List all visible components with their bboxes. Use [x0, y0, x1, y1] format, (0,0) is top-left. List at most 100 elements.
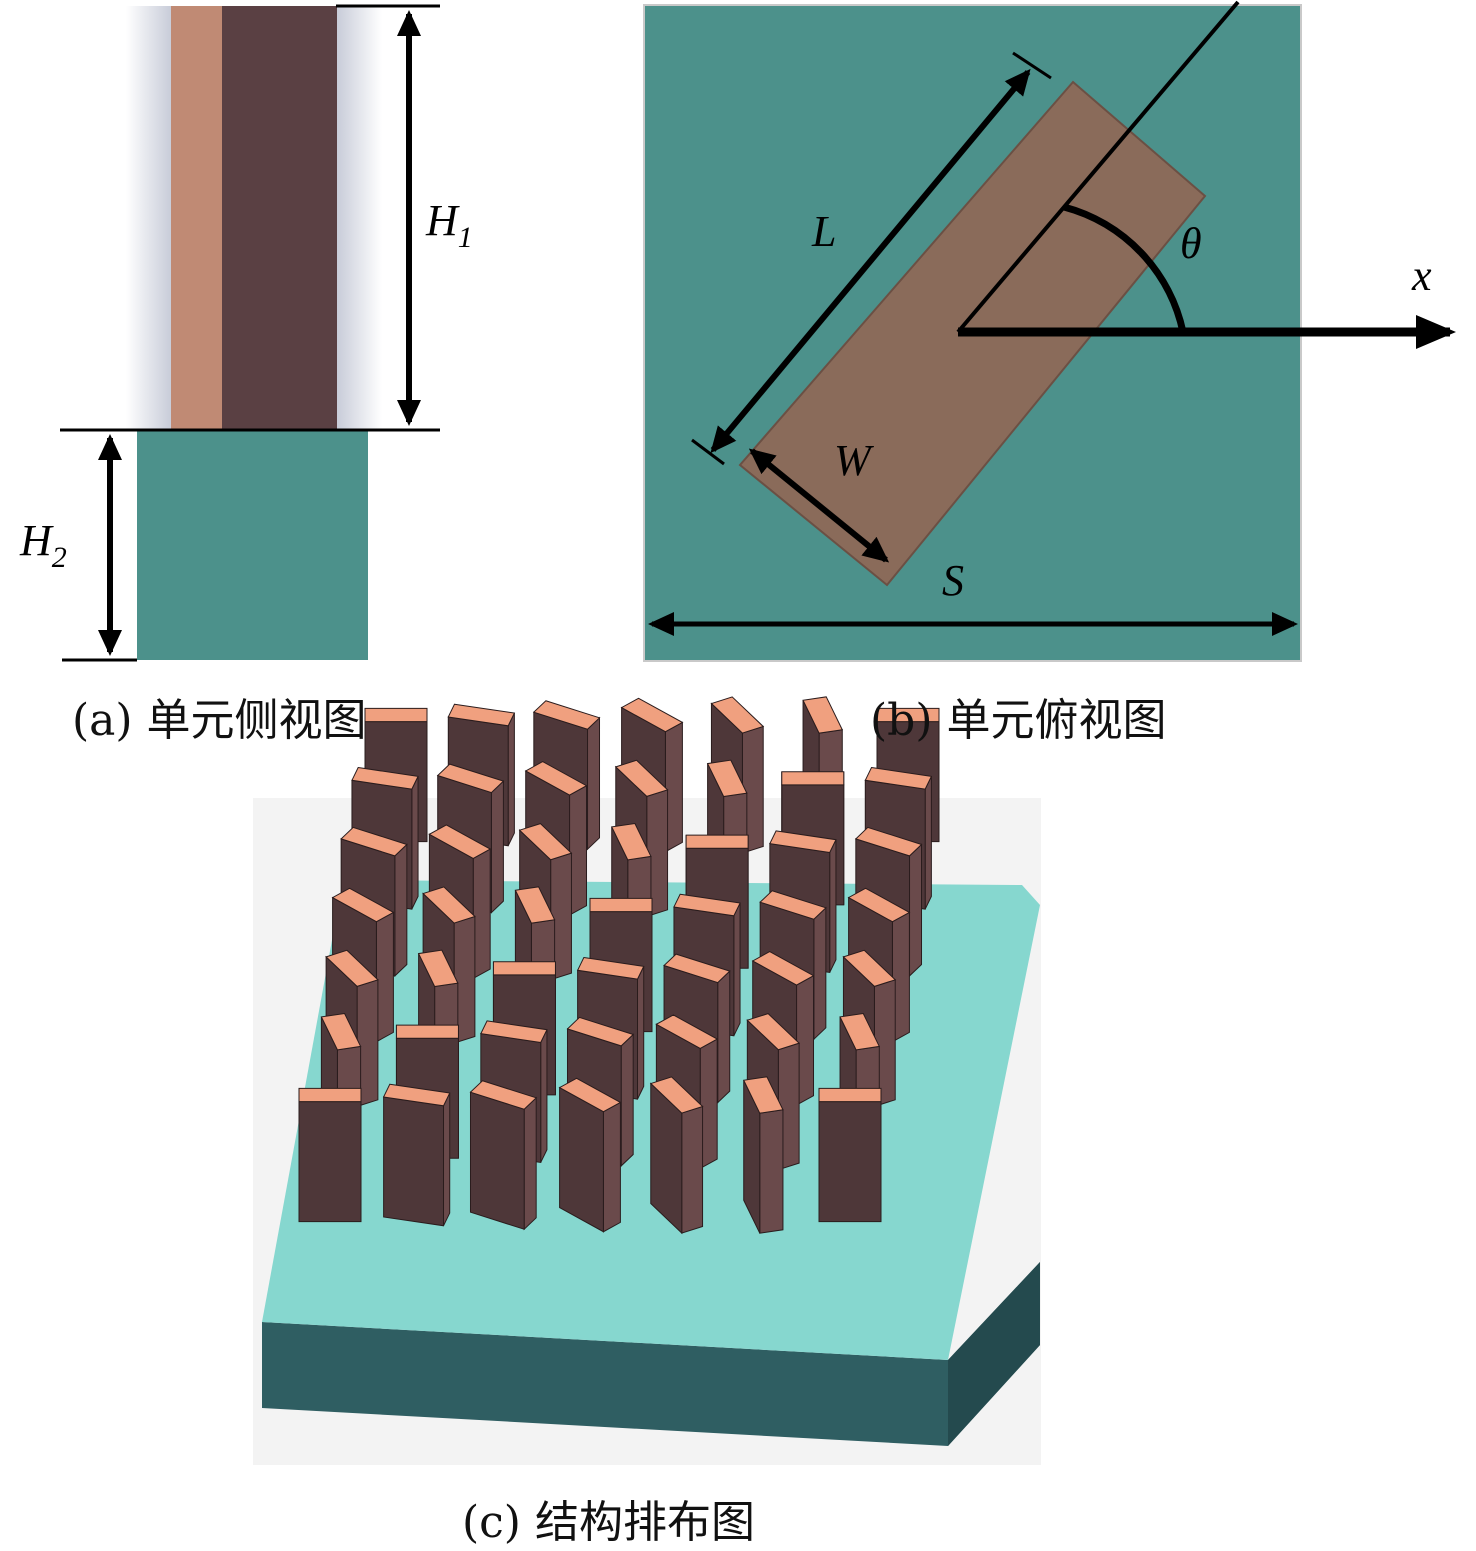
pillar-top-face — [436, 763, 505, 794]
theta-label: θ — [1180, 219, 1202, 268]
pillar-top-face — [589, 897, 653, 913]
pillar-side-face — [394, 843, 408, 978]
pillar-top-face — [673, 893, 741, 917]
pillar-6-3 — [558, 1077, 622, 1233]
pillar-6-5 — [742, 1076, 784, 1234]
pillar-top-face — [710, 696, 765, 734]
pillar-top-face — [340, 826, 408, 857]
pillar-top-face — [532, 700, 601, 730]
pillar-side-face — [523, 1096, 537, 1231]
pillar-top-face — [620, 697, 684, 733]
pillar-side-face — [813, 906, 827, 1041]
pillar-top-face — [492, 961, 556, 976]
pillar-top-face — [331, 887, 395, 923]
panel-b-top-view: L W S θ x — [643, 0, 1456, 662]
pillar-top-face — [514, 886, 556, 924]
pillar-top-face — [685, 834, 749, 849]
pillar-side-face — [587, 716, 601, 851]
pillar-side-face — [383, 1096, 445, 1227]
pillar-side-face — [375, 911, 394, 1043]
pillar-top-face — [395, 1024, 459, 1039]
pillar-6-6 — [818, 1087, 882, 1223]
pillar-side-face — [818, 1101, 882, 1223]
pillar-top-face — [842, 949, 897, 987]
pillar-top-face — [320, 1012, 362, 1051]
pillar-side-face — [469, 1091, 525, 1230]
pillar-top-face — [325, 949, 379, 987]
pillar-top-face — [351, 766, 419, 790]
pillar-side-face — [681, 1105, 704, 1234]
h1-label: H1 — [425, 196, 473, 254]
pillar-top-face — [298, 1087, 362, 1103]
l-bottom-tick — [691, 438, 725, 466]
pillar-side-face — [637, 966, 645, 1100]
pillar-top-face — [649, 1076, 704, 1114]
pillar-top-face — [839, 1012, 881, 1051]
theta-arc — [1063, 203, 1187, 333]
pillar-array — [298, 696, 940, 1235]
caption-a: (a) 单元侧视图 — [72, 695, 367, 746]
panel-c-array-view — [253, 696, 1041, 1465]
pillar-top-face — [480, 1020, 548, 1044]
pillar-top-face — [447, 703, 516, 727]
pillar-top-face — [524, 761, 588, 796]
array-substrate-right — [948, 1262, 1040, 1446]
pillar-side-face — [733, 902, 741, 1037]
pillar-top-face — [854, 826, 923, 857]
pillar-6-1 — [382, 1083, 451, 1227]
pillar-top-face — [781, 771, 845, 786]
pillar-side-face — [540, 1029, 548, 1163]
pillar-top-face — [706, 759, 748, 798]
pillar-top-face — [469, 1080, 538, 1110]
l-dimension-arrow — [710, 68, 1031, 454]
pillar-top-face — [818, 1087, 882, 1103]
pillar-top-face — [364, 707, 428, 723]
panel-a-side-view: H1 H2 — [19, 4, 473, 662]
pillar-side-face — [620, 1033, 634, 1168]
pillar-side-face — [490, 779, 504, 914]
pillar-side-face — [507, 712, 515, 847]
pillar-top-face — [428, 824, 492, 859]
pillar-top-face — [746, 1013, 801, 1051]
pillar-side-face — [717, 969, 731, 1104]
pillar-top-face — [759, 890, 827, 920]
pillar-side-face — [298, 1101, 362, 1223]
pillar-top-face — [802, 696, 844, 734]
pillar-side-face — [569, 784, 588, 916]
caption-b: (b) 单元俯视图 — [870, 695, 1167, 746]
pillar-6-2 — [469, 1080, 538, 1231]
pillar-top-face — [422, 886, 476, 924]
pillar-top-face — [566, 1016, 635, 1047]
pillar-side-face — [909, 843, 923, 978]
pillar-top-face — [576, 956, 645, 980]
side-glow-left — [126, 6, 172, 430]
l-label: L — [811, 207, 836, 256]
pillar-top-face — [769, 830, 837, 854]
pillar-side-face — [602, 1101, 621, 1233]
pillar-top-face — [847, 887, 911, 923]
pillar-6-4 — [649, 1076, 704, 1235]
array-substrate-front — [262, 1262, 1040, 1446]
pillar-top-face — [876, 707, 940, 723]
pillar-top-face — [417, 949, 459, 988]
h2-label: H2 — [19, 516, 67, 574]
pillar-top-face — [610, 822, 652, 861]
pillar-top-face — [655, 1014, 719, 1049]
pillar-side-face — [759, 1109, 784, 1234]
pillar-top-face — [742, 1076, 784, 1114]
w-label: W — [834, 436, 874, 485]
pillar-side-face — [559, 1086, 604, 1233]
caption-c: (c) 结构排布图 — [462, 1497, 755, 1548]
pillar-dark-face — [222, 6, 337, 430]
pillar-top-face — [518, 823, 573, 861]
substrate-side — [137, 430, 368, 660]
s-label: S — [942, 556, 964, 605]
pillar-side-face — [443, 1092, 451, 1227]
pillar-light-face — [171, 6, 223, 430]
pillar-top-face — [614, 759, 669, 797]
pillar-6-0 — [298, 1087, 362, 1223]
pillar-side-face — [472, 848, 491, 980]
pillar-top-face — [751, 951, 815, 986]
pillar-top-face — [864, 766, 933, 790]
